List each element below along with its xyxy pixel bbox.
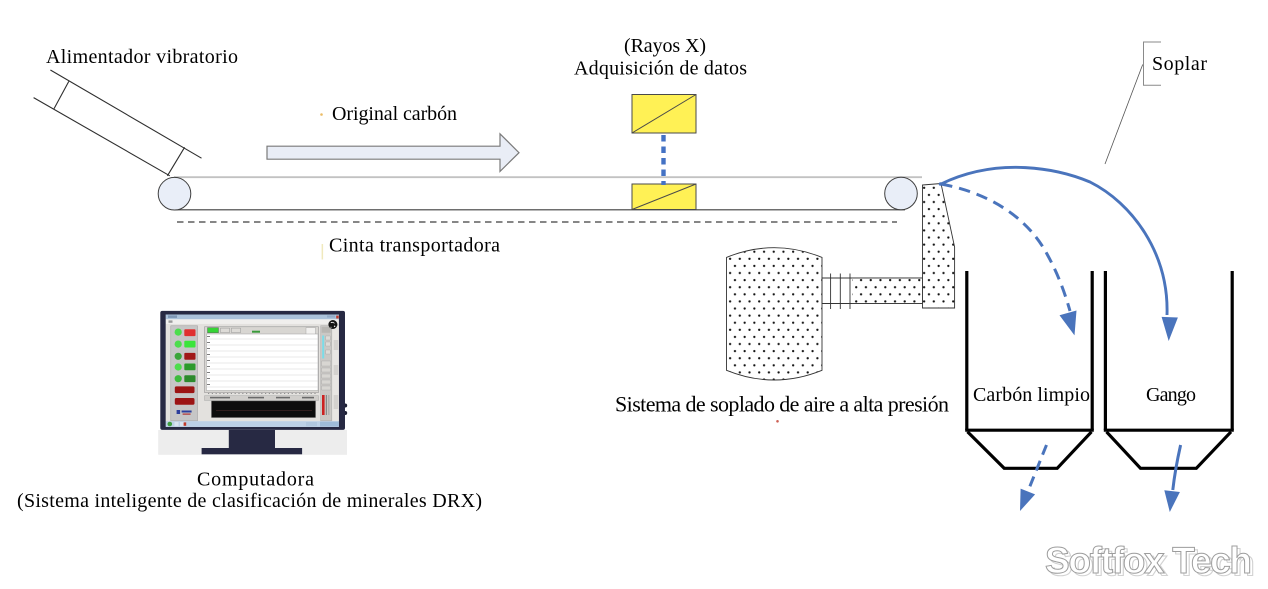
svg-text:Softfox Tech: Softfox Tech	[1048, 543, 1255, 584]
svg-text:Cinta transportadora: Cinta transportadora	[329, 235, 500, 257]
svg-text:(Rayos X): (Rayos X)	[624, 35, 706, 57]
svg-text:Alimentador vibratorio: Alimentador vibratorio	[46, 46, 238, 68]
svg-text:Sistema de soplado de aire a a: Sistema de soplado de aire a alta presió…	[615, 392, 949, 417]
svg-text:Soplar: Soplar	[1152, 53, 1207, 75]
svg-text:Original carbón: Original carbón	[332, 103, 457, 125]
svg-text:Carbón limpio: Carbón limpio	[973, 384, 1090, 406]
svg-text:Softfox Tech: Softfox Tech	[1045, 540, 1252, 581]
svg-text:Computadora: Computadora	[197, 469, 314, 491]
svg-text:Gango: Gango	[1146, 384, 1196, 406]
svg-text:(Sistema inteligente de clasif: (Sistema inteligente de clasificación de…	[17, 490, 482, 512]
svg-text:Adquisición de datos: Adquisición de datos	[574, 58, 747, 80]
